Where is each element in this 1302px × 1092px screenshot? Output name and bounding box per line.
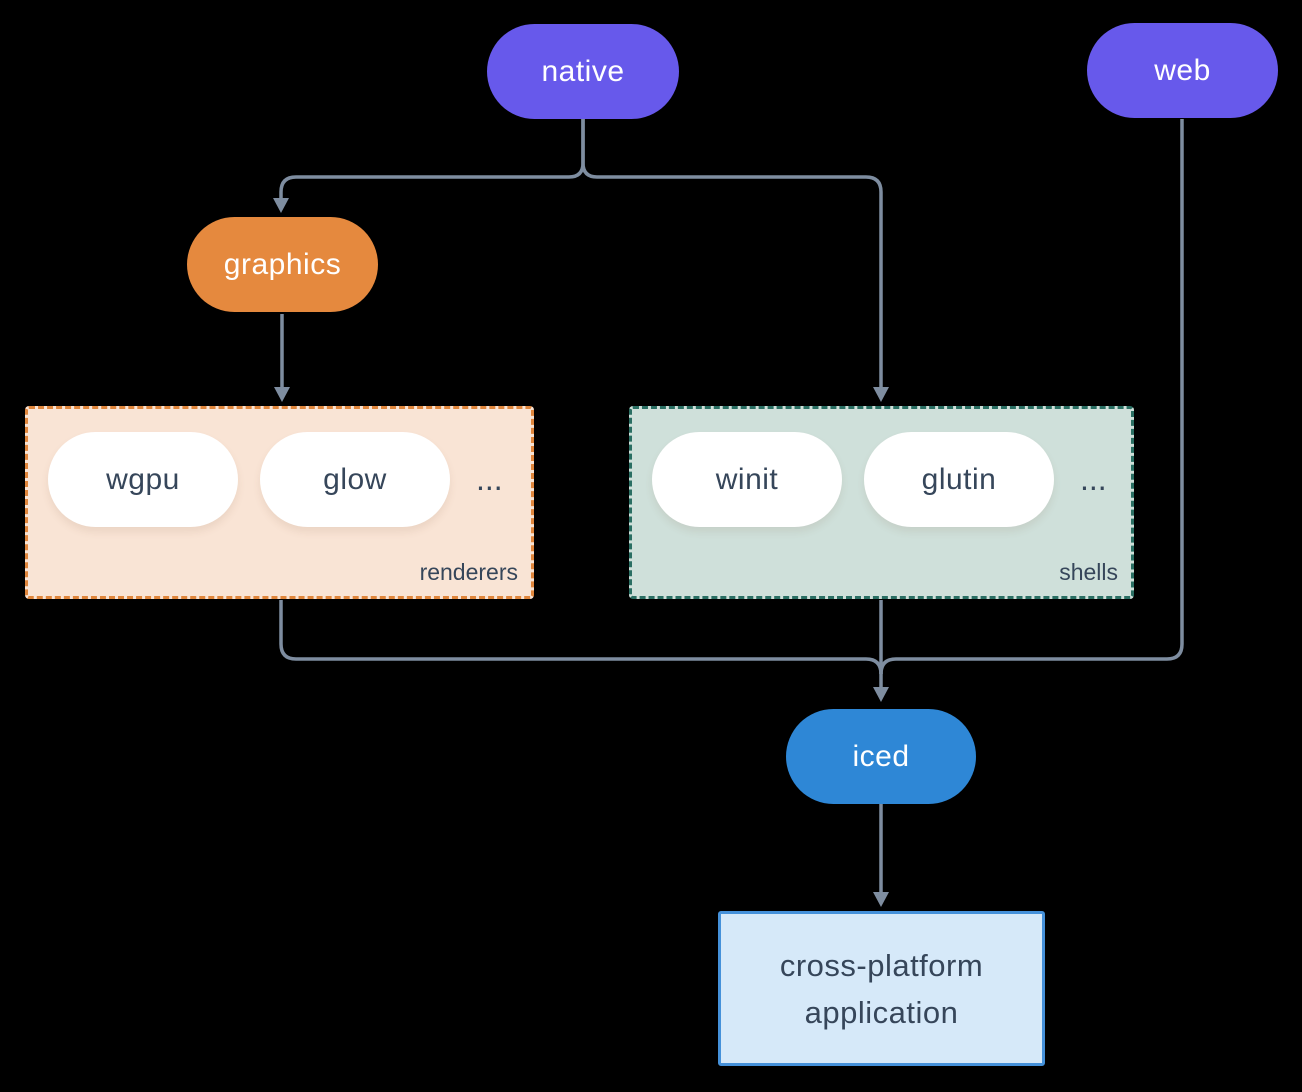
edge-native-to-graphics xyxy=(279,119,585,199)
node-winit: winit xyxy=(652,432,842,527)
node-native-label: native xyxy=(541,54,625,88)
shells-ellipsis: ... xyxy=(1080,461,1107,497)
edge-renderers-to-iced xyxy=(279,600,883,675)
node-cross-platform-application: cross-platform application xyxy=(718,911,1045,1066)
renderers-ellipsis: ... xyxy=(476,461,503,497)
shells-pill-row: winit glutin ... xyxy=(652,432,1107,527)
arrowhead-application xyxy=(873,892,889,907)
node-iced: iced xyxy=(786,709,976,804)
node-winit-label: winit xyxy=(715,462,779,496)
application-label-line2: application xyxy=(804,994,959,1030)
arrowhead-renderers xyxy=(274,387,290,402)
node-glutin-label: glutin xyxy=(921,462,997,496)
node-iced-label: iced xyxy=(852,739,910,773)
application-label-line1: cross-platform xyxy=(779,947,984,983)
group-renderers: wgpu glow ... renderers xyxy=(25,406,534,599)
node-glow: glow xyxy=(260,432,450,527)
node-web: web xyxy=(1087,23,1278,118)
node-glow-label: glow xyxy=(323,462,387,496)
arrowhead-iced xyxy=(873,687,889,702)
node-graphics: graphics xyxy=(187,217,378,312)
node-graphics-label: graphics xyxy=(223,247,342,281)
node-web-label: web xyxy=(1154,53,1211,87)
node-native: native xyxy=(487,24,679,119)
renderers-pill-row: wgpu glow ... xyxy=(48,432,503,527)
edge-native-to-shells xyxy=(581,119,883,389)
node-wgpu: wgpu xyxy=(48,432,238,527)
group-shells-label: shells xyxy=(1059,559,1118,585)
arrowhead-graphics xyxy=(273,198,289,213)
node-wgpu-label: wgpu xyxy=(106,462,180,496)
group-renderers-label: renderers xyxy=(419,559,518,585)
arrowhead-shells xyxy=(873,387,889,402)
node-glutin: glutin xyxy=(864,432,1054,527)
group-shells: winit glutin ... shells xyxy=(629,406,1134,599)
